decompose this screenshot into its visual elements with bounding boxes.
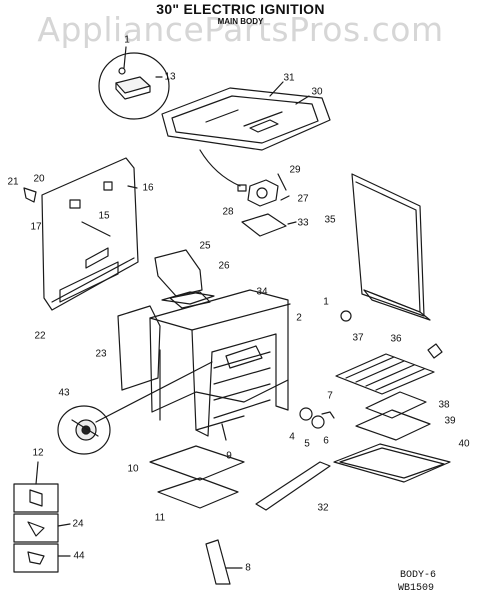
clip-icon xyxy=(27,521,45,537)
callout-31: 31 xyxy=(283,72,295,84)
part-1-small xyxy=(340,310,352,322)
leader xyxy=(269,81,284,97)
callout-7: 7 xyxy=(327,390,333,402)
part-16-side-panel xyxy=(41,157,139,311)
callout-22: 22 xyxy=(34,330,46,342)
clip-icon xyxy=(29,489,43,507)
callout-16: 16 xyxy=(142,182,154,194)
part-33-bracket xyxy=(241,213,287,237)
part-4-knob xyxy=(299,407,313,421)
callout-13: 13 xyxy=(164,71,176,83)
callout-23: 23 xyxy=(95,348,107,360)
diagram-subtitle: MAIN BODY xyxy=(217,17,264,26)
callout-27: 27 xyxy=(297,193,309,205)
callout-32: 32 xyxy=(317,502,329,514)
part-40-drawer xyxy=(333,443,451,483)
callout-43: 43 xyxy=(58,387,70,399)
wire xyxy=(199,149,241,187)
callout-26: 26 xyxy=(218,260,230,272)
leader xyxy=(123,46,127,69)
part-27 xyxy=(280,195,290,201)
clip-icon xyxy=(27,551,45,565)
part-35-back-panel xyxy=(351,173,431,321)
callout-4: 4 xyxy=(289,431,295,443)
leader xyxy=(295,95,310,105)
footer-figure-code: BODY-6 xyxy=(400,570,437,581)
part-6 xyxy=(321,411,335,419)
diagram-title: 30" ELECTRIC IGNITION xyxy=(156,1,325,17)
leader xyxy=(95,361,213,423)
leader xyxy=(287,221,297,225)
callout-40: 40 xyxy=(458,438,470,450)
callout-1b: 1 xyxy=(323,296,329,308)
part-10-bottom xyxy=(149,445,245,481)
callout-12: 12 xyxy=(32,447,44,459)
leader xyxy=(57,523,71,527)
part-32-rail xyxy=(255,461,331,511)
callout-29: 29 xyxy=(289,164,301,176)
footer-part-number: WB1509 xyxy=(398,583,435,594)
part-37-oven-rack xyxy=(335,353,435,395)
part-2-oven-body xyxy=(149,289,291,437)
callout-8: 8 xyxy=(245,562,251,574)
callout-24: 24 xyxy=(72,518,84,530)
leader xyxy=(35,461,39,485)
callout-28: 28 xyxy=(222,206,234,218)
callout-21: 21 xyxy=(7,176,19,188)
part-12-box xyxy=(13,483,59,513)
callout-20: 20 xyxy=(33,173,45,185)
callout-39: 39 xyxy=(444,415,456,427)
part-28-spark-module xyxy=(237,179,279,207)
part-38-broiler-grid xyxy=(365,391,427,419)
callout-10: 10 xyxy=(127,463,139,475)
callout-2: 2 xyxy=(296,312,302,324)
part-36 xyxy=(427,343,443,359)
part-29 xyxy=(277,173,287,191)
leader xyxy=(127,185,138,189)
callout-6: 6 xyxy=(323,435,329,447)
callout-34: 34 xyxy=(256,286,268,298)
callout-44: 44 xyxy=(73,550,85,562)
part-39-broiler-pan xyxy=(355,409,431,441)
part-31-cooktop xyxy=(161,87,331,151)
callout-1: 1 xyxy=(124,34,130,46)
callout-15: 15 xyxy=(98,210,110,222)
part-40-inner xyxy=(339,447,445,479)
part-21-bracket xyxy=(23,187,37,203)
callout-33: 33 xyxy=(297,217,309,229)
callout-30: 30 xyxy=(311,86,323,98)
part-43-knob-detail xyxy=(57,405,111,455)
part-44-box xyxy=(13,543,59,573)
callout-25: 25 xyxy=(199,240,211,252)
callout-11: 11 xyxy=(154,512,166,524)
callout-36: 36 xyxy=(390,333,402,345)
callout-35: 35 xyxy=(324,214,336,226)
part-5-knob xyxy=(311,415,325,429)
part-24-box xyxy=(13,513,59,543)
callout-17: 17 xyxy=(30,221,42,233)
callout-9: 9 xyxy=(226,450,232,462)
part-13-detail-circle xyxy=(98,52,170,120)
part-23-insulation xyxy=(117,305,161,391)
callout-38: 38 xyxy=(438,399,450,411)
part-11-kick xyxy=(157,477,239,509)
callout-37: 37 xyxy=(352,332,364,344)
part-8-leg xyxy=(205,539,231,585)
callout-5: 5 xyxy=(304,438,310,450)
part-25-burner-box xyxy=(154,249,211,309)
leader xyxy=(221,423,227,441)
